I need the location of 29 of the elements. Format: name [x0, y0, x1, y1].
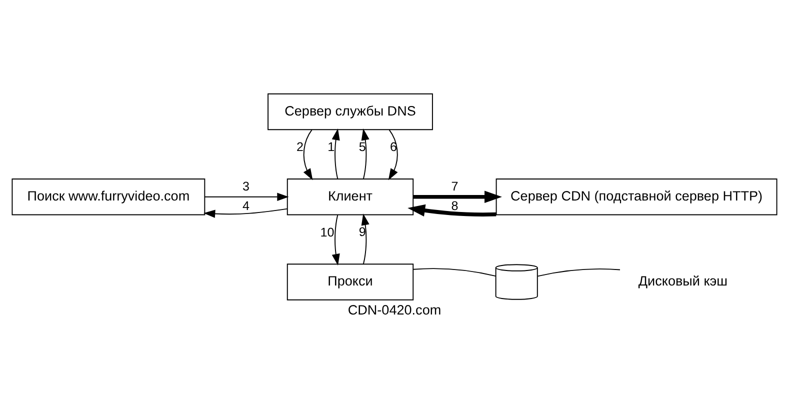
node-box: Клиент — [286, 178, 414, 216]
node-text: Дисковый кэш — [638, 274, 728, 289]
edge-label: 2 — [296, 140, 304, 154]
edge-label: 5 — [358, 140, 366, 154]
node-box: Сервер CDN (подставной сервер HTTP) — [496, 178, 778, 216]
edge-label: 6 — [390, 140, 398, 154]
connector — [412, 268, 496, 277]
edge-label: 7 — [451, 179, 458, 194]
edge-label: 9 — [358, 224, 366, 239]
edge-label: 10 — [320, 225, 334, 240]
arrow — [332, 128, 340, 180]
arrow — [388, 129, 398, 180]
arrow — [204, 208, 288, 218]
arrow — [413, 190, 502, 203]
node-box: Поиск www.furryvideo.com — [12, 178, 206, 216]
caption: CDN-0420.com — [348, 302, 442, 318]
arrow — [303, 129, 313, 180]
edge-label: 3 — [242, 179, 250, 194]
node-box: Прокси — [286, 264, 414, 300]
arrow — [361, 214, 370, 265]
arrow — [408, 204, 496, 217]
node-box: Сервер службы DNS — [268, 93, 433, 130]
edge-label: 8 — [451, 198, 458, 213]
arrow — [204, 192, 289, 201]
arrow — [361, 128, 370, 180]
edge-label: 1 — [328, 140, 335, 154]
edge-label: 4 — [242, 198, 250, 213]
connector — [537, 268, 620, 277]
arrow — [332, 214, 340, 266]
